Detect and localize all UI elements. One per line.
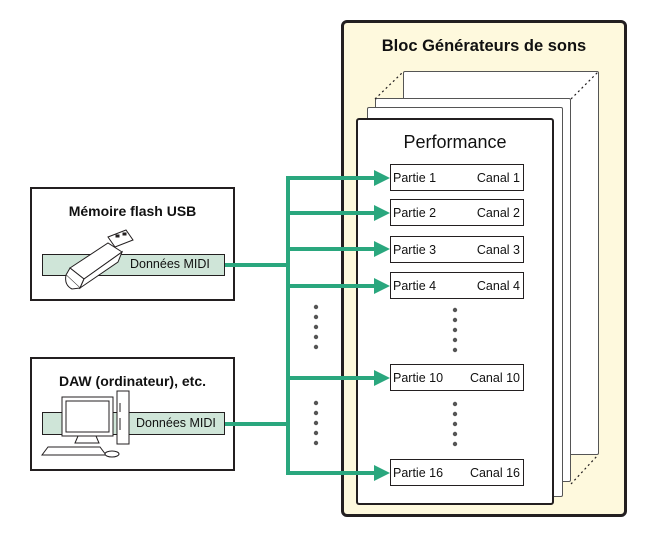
channel-label: Canal 3 <box>476 243 520 257</box>
arrow-head-part-16 <box>374 465 390 481</box>
part-row: Partie 16 Canal 16 <box>390 459 524 486</box>
part-row: Partie 10 Canal 10 <box>390 364 524 391</box>
usb-source-title: Mémoire flash USB <box>68 203 197 219</box>
usb-source-box: Mémoire flash USB <box>30 187 235 301</box>
daw-source-title: DAW (ordinateur), etc. <box>58 373 206 389</box>
arrow-head-part-3 <box>374 241 390 257</box>
part-row: Partie 3 Canal 3 <box>390 236 524 263</box>
part-row: Partie 4 Canal 4 <box>390 272 524 299</box>
arrow-head-part-2 <box>374 205 390 221</box>
part-label: Partie 1 <box>393 171 437 185</box>
channel-label: Canal 10 <box>469 371 520 385</box>
part-row: Partie 1 Canal 1 <box>390 164 524 191</box>
arrow-head-part-10 <box>374 370 390 386</box>
channel-label: Canal 2 <box>476 206 520 220</box>
performance-title: Performance <box>403 132 507 152</box>
part-label: Partie 4 <box>393 279 437 293</box>
arrow-head-part-4 <box>374 278 390 294</box>
part-label: Partie 3 <box>393 243 437 257</box>
part-label: Partie 2 <box>393 206 437 220</box>
channel-label: Canal 1 <box>476 171 520 185</box>
daw-midi-label: Données MIDI <box>134 416 218 430</box>
ellipsis-dots <box>313 304 458 447</box>
midi-routing-arrows <box>225 176 376 475</box>
arrow-head-part-1 <box>374 170 390 186</box>
part-row: Partie 2 Canal 2 <box>390 199 524 226</box>
desktop-computer-icon <box>41 390 130 458</box>
usb-flash-drive-icon <box>65 229 134 290</box>
generator-block-title: Bloc Générateurs de sons <box>381 37 587 55</box>
part-label: Partie 10 <box>393 371 444 385</box>
channel-label: Canal 4 <box>476 279 520 293</box>
usb-midi-label: Données MIDI <box>128 257 212 271</box>
perspective-lines <box>374 71 599 485</box>
part-label: Partie 16 <box>393 466 444 480</box>
channel-label: Canal 16 <box>469 466 520 480</box>
